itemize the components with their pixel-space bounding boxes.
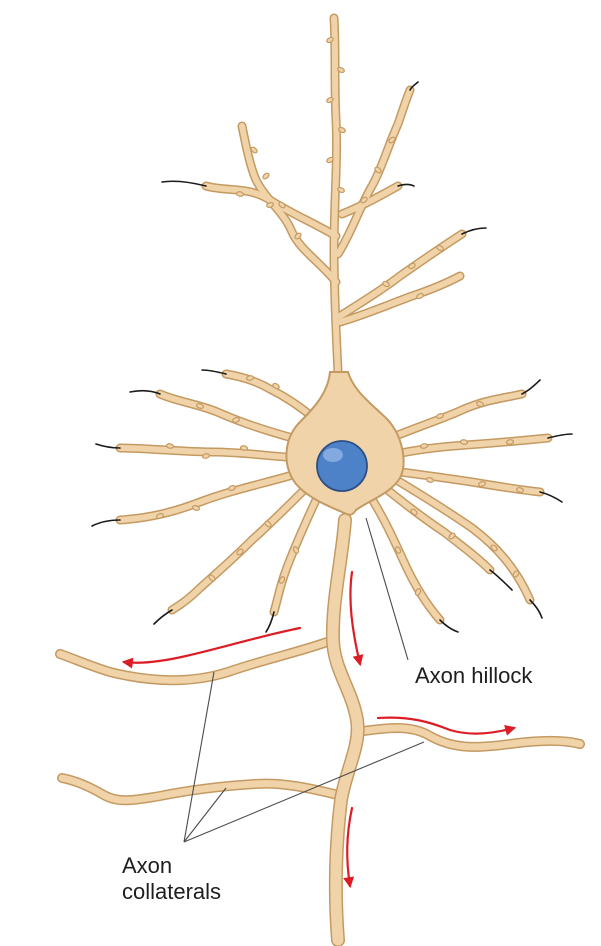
leader-collateral-upper [183,671,215,843]
arrow-axon-lower [343,806,355,889]
right-collateral [352,724,584,751]
leader-hillock [365,517,409,661]
arrow-right [376,716,517,736]
axon-collaterals [55,635,585,806]
axon-collaterals-label-line1: Axon [122,853,173,878]
dendritic-spines [156,36,525,596]
leader-collateral-middle [183,787,227,843]
axon-collaterals-label-line2: collaterals [122,879,222,904]
arrow-upper-left [121,626,302,669]
apical-dendrite-tips [161,81,487,235]
upper-left-collateral-outline [55,635,338,686]
arrow-axon-down [349,570,364,667]
upper-left-collateral [56,636,337,684]
leader-collateral-right [183,741,425,843]
basal-dendrite-tips [91,369,573,633]
nucleus [316,440,368,492]
apical-dendrite [161,13,487,377]
lower-left-collateral [58,774,346,804]
axon-hillock-label: Axon hillock [415,663,533,688]
axon [325,513,365,946]
signal-arrows [121,570,517,889]
axon-collaterals-label: Axon collaterals [122,853,221,905]
leader-lines [183,517,425,843]
